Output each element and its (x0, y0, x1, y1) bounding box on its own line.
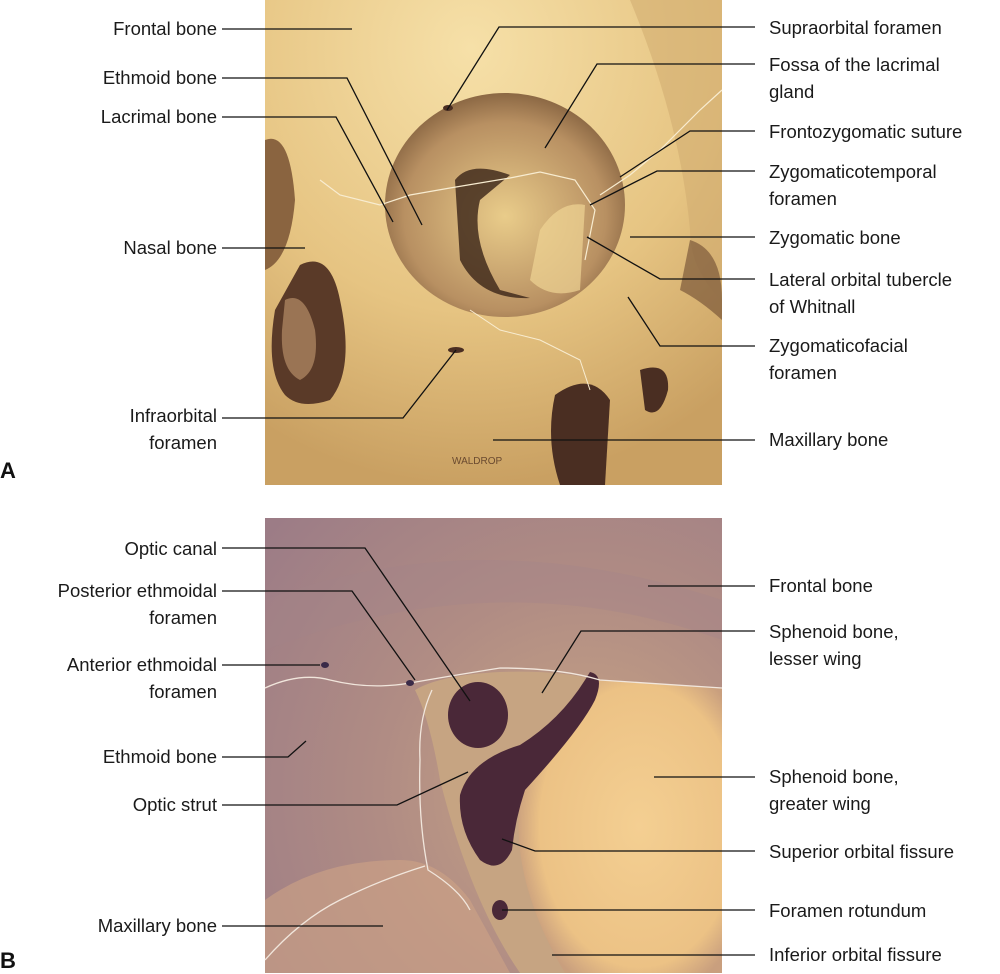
panel-a-skull: WALDROP (265, 0, 723, 485)
leader-a-fossa (544, 63, 755, 149)
leader-a-infraorbital (222, 349, 457, 419)
label-inferior-orbital-fissure: Inferior orbital fissure (769, 944, 942, 965)
leader-b-optic-strut (222, 771, 469, 806)
label-sphenoid-lesser-wing: Sphenoid bone, lesser wing (769, 618, 899, 672)
label-maxillary-bone: Maxillary bone (769, 429, 889, 450)
greater-wing-region (515, 680, 722, 973)
label-line-2: foramen (149, 607, 217, 628)
optic-canal-opening (448, 682, 508, 748)
leader-a-supraorbital (446, 26, 755, 111)
label-ethmoid-bone: Ethmoid bone (102, 67, 217, 88)
panel-label-a: A (0, 458, 16, 483)
label-optic-strut: Optic strut (132, 794, 217, 815)
label-line-1: Sphenoid bone, (769, 766, 899, 787)
label-line-1: Infraorbital (129, 405, 217, 426)
panel-b-orbit-apex (264, 518, 723, 973)
label-frontozygomatic-suture: Frontozygomatic suture (769, 121, 963, 142)
artist-signature: WALDROP (452, 456, 503, 467)
label-line-2: foramen (769, 188, 837, 209)
label-line-2: lesser wing (769, 648, 862, 669)
label-foramen-rotundum: Foramen rotundum (769, 900, 927, 921)
label-line-2: foramen (769, 362, 837, 383)
leader-lines (222, 26, 755, 956)
label-nasal-bone: Nasal bone (123, 237, 217, 258)
leader-b-sof (501, 838, 755, 852)
label-superior-orbital-fissure: Superior orbital fissure (769, 841, 955, 862)
label-line-2: of Whitnall (769, 296, 856, 317)
label-line-2: foramen (149, 432, 217, 453)
label-lacrimal-bone: Lacrimal bone (100, 106, 217, 127)
orbit (385, 93, 625, 317)
leader-b-lesser (541, 630, 755, 694)
label-ethmoid-bone-b: Ethmoid bone (102, 746, 217, 767)
leader-b-posterior (222, 590, 416, 681)
label-line-1: Fossa of the lacrimal (769, 54, 940, 75)
label-posterior-ethmoidal-foramen: Posterior ethmoidal foramen (58, 577, 217, 631)
superior-orbital-fissure-shape (459, 672, 599, 866)
label-infraorbital-foramen: Infraorbital foramen (130, 402, 217, 456)
leader-a-zygomaticotemporal (589, 170, 755, 206)
label-lateral-orbital-tubercle: Lateral orbital tubercle of Whitnall (769, 266, 952, 320)
label-fossa-lacrimal-gland: Fossa of the lacrimal gland (769, 51, 940, 105)
label-frontal-bone: Frontal bone (113, 18, 217, 39)
label-line-2: foramen (149, 681, 217, 702)
label-line-1: Zygomaticofacial (769, 335, 908, 356)
label-line-2: greater wing (769, 793, 871, 814)
panel-label-b: B (0, 948, 16, 973)
leader-a-lacrimal (222, 116, 394, 223)
leader-b-ethmoid (222, 740, 307, 758)
leader-b-optic-canal (222, 547, 471, 702)
label-line-2: gland (769, 81, 815, 102)
label-maxillary-bone-b: Maxillary bone (97, 915, 217, 936)
leader-a-tubercle (586, 236, 755, 280)
label-frontal-bone-b: Frontal bone (769, 575, 873, 596)
label-sphenoid-greater-wing: Sphenoid bone, greater wing (769, 763, 899, 817)
label-line-1: Posterior ethmoidal (57, 580, 217, 601)
label-zygomaticotemporal-foramen: Zygomaticotemporal foramen (769, 158, 937, 212)
label-line-1: Zygomaticotemporal (769, 161, 937, 182)
leader-a-ethmoid (222, 77, 423, 226)
label-zygomatic-bone: Zygomatic bone (769, 227, 901, 248)
label-zygomaticofacial-foramen: Zygomaticofacial foramen (769, 332, 908, 386)
label-line-1: Sphenoid bone, (769, 621, 899, 642)
label-supraorbital-foramen: Supraorbital foramen (769, 17, 942, 38)
leader-a-frontozygomatic (619, 130, 755, 178)
label-line-1: Anterior ethmoidal (66, 654, 217, 675)
label-line-1: Lateral orbital tubercle (769, 269, 953, 290)
label-optic-canal: Optic canal (124, 538, 217, 559)
leader-a-zygomaticofacial (627, 296, 755, 347)
label-anterior-ethmoidal-foramen: Anterior ethmoidal foramen (67, 651, 217, 705)
